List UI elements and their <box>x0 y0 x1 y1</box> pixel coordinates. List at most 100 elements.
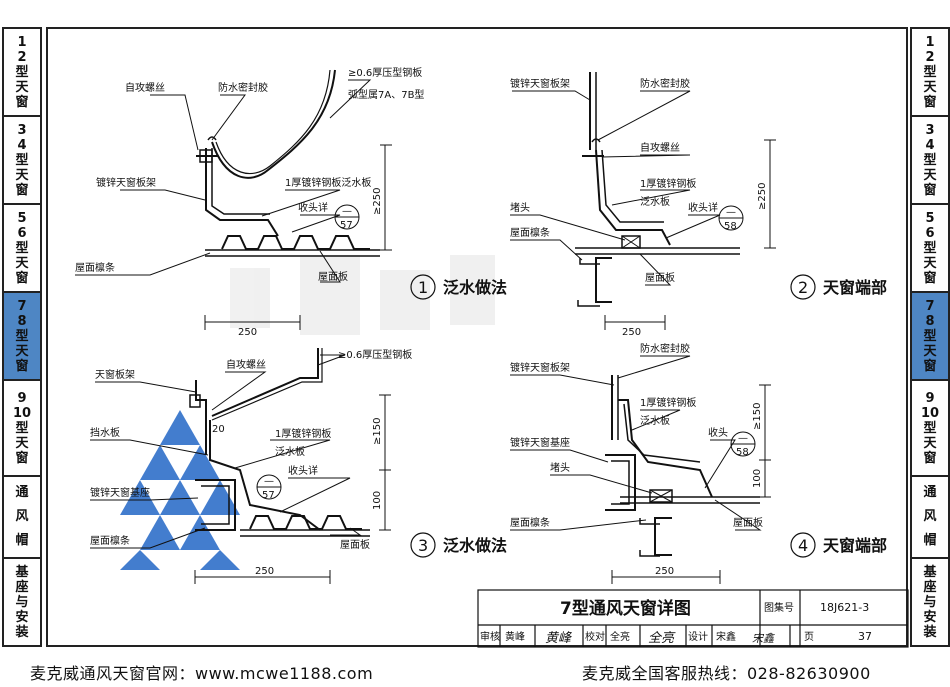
d1-label-end-detail: 收头详 <box>298 201 328 214</box>
title-block <box>477 589 909 648</box>
d3-label-screw: 自攻螺丝 <box>226 358 266 371</box>
d1-label-steel-plate: ≥0.6厚压型钢板 <box>348 66 422 79</box>
brand-logo <box>120 410 240 570</box>
drawing-title: 7型通风天窗详图 <box>560 598 691 619</box>
d3-label-flashing-1: 1厚镀锌钢板 <box>275 427 331 440</box>
check-label: 校对 <box>585 630 605 643</box>
checker-name: 全亮 <box>610 630 630 643</box>
page-label: 页 <box>804 631 814 643</box>
d2-number-circle <box>790 274 816 300</box>
d1-label-purlin: 屋面檩条 <box>75 261 115 274</box>
flashing-plate <box>205 148 279 237</box>
roof-panel-corrugation <box>221 235 370 250</box>
d3-number: 3 <box>418 536 428 555</box>
d4-label-end: 收头 <box>708 426 728 439</box>
footer-website: 麦克威通风天窗官网：www.mcwe1188.com <box>30 664 374 683</box>
d4-label-purlin: 屋面檩条 <box>510 516 550 529</box>
d1-label-flashing: 1厚镀锌钢板泛水板 <box>285 176 371 189</box>
d4-dim-height-top: ≥150 <box>752 403 763 430</box>
d2-dim-height: ≥250 <box>757 183 768 210</box>
checker-signature: 全亮 <box>648 630 676 646</box>
d2-label-flashing-1: 1厚镀锌钢板 <box>640 177 696 190</box>
atlas-label: 图集号 <box>764 601 794 614</box>
d3-label-flashing-2: 泛水板 <box>275 445 305 458</box>
side-tab-6-right[interactable]: 通风帽 <box>912 477 948 559</box>
flashing-plate <box>595 149 671 246</box>
d3-label-frame: 天窗板架 <box>95 368 135 381</box>
d1-label-arc-type: 弧型属7A、7B型 <box>348 88 424 101</box>
d2-label-flashing-2: 泛水板 <box>640 195 670 208</box>
d3-dim-width: 250 <box>255 566 274 577</box>
design-label: 设计 <box>688 630 708 643</box>
reviewer-name: 黄峰 <box>505 630 525 643</box>
d2-title: 天窗端部 <box>823 278 887 297</box>
d2-label-roof-panel: 屋面板 <box>645 271 675 284</box>
d1-dim-height: ≥250 <box>372 188 383 215</box>
detail-1 <box>75 69 392 330</box>
d2-ref-bottom: 58 <box>724 221 737 232</box>
d4-label-flashing-1: 1厚镀锌钢板 <box>640 396 696 409</box>
d4-title: 天窗端部 <box>823 536 887 555</box>
d3-label-baffle: 挡水板 <box>90 426 120 439</box>
d1-ref-bottom: 57 <box>340 220 353 231</box>
d3-label-end-detail: 收头详 <box>288 464 318 477</box>
drawing-frame <box>46 27 908 647</box>
d2-label-screw: 自攻螺丝 <box>640 141 680 154</box>
detail-2 <box>510 72 776 330</box>
d4-ref-bottom: 58 <box>736 447 749 458</box>
d1-dim-width: 250 <box>238 327 257 338</box>
d1-label-sealant: 防水密封胶 <box>218 81 268 94</box>
d3-label-angle: 20 <box>212 424 225 435</box>
side-tab-7[interactable]: 基座与安装 <box>15 564 29 640</box>
detail-4 <box>510 355 771 584</box>
d4-label-flashing-2: 泛水板 <box>640 414 670 427</box>
d4-label-roof-panel: 屋面板 <box>733 516 763 529</box>
d2-label-sealant: 防水密封胶 <box>640 77 690 90</box>
side-tab-6[interactable]: 通风帽 <box>4 477 40 559</box>
watermark <box>230 255 495 335</box>
d2-ref-top: — <box>726 207 736 218</box>
d4-label-sealant: 防水密封胶 <box>640 342 690 355</box>
footer-hotline: 麦克威全国客服热线：028-82630900 <box>582 664 871 683</box>
d3-label-roof-panel: 屋面板 <box>340 538 370 551</box>
d1-number-circle <box>410 274 436 300</box>
d1-number: 1 <box>418 278 428 297</box>
d3-number-circle <box>410 532 436 558</box>
d3-ref-bottom: 57 <box>262 490 275 501</box>
d1-ref-top: — <box>342 206 352 217</box>
d3-title: 泛水做法 <box>443 536 507 555</box>
curved-steel-plate <box>211 69 336 179</box>
d4-ref-top: — <box>738 433 748 444</box>
d3-ref-top: — <box>264 476 274 487</box>
d3-dim-height-top: ≥150 <box>372 418 383 445</box>
d4-label-plug: 堵头 <box>550 461 570 474</box>
page-no: 37 <box>858 630 872 643</box>
designer-name: 宋鑫 <box>716 630 736 643</box>
d1-label-roof-panel: 屋面板 <box>318 270 348 283</box>
reviewer-signature: 黄峰 <box>545 631 572 646</box>
d3-dim-height-bottom: 100 <box>372 491 383 510</box>
d2-number: 2 <box>798 278 808 297</box>
d2-label-end-detail: 收头详 <box>688 201 718 214</box>
side-tab-7-right[interactable]: 基座与安装 <box>923 564 937 640</box>
purlin-channel <box>595 257 612 303</box>
d4-dim-height-bottom: 100 <box>752 469 763 488</box>
d2-label-plug: 堵头 <box>510 201 530 214</box>
d1-title: 泛水做法 <box>443 278 507 297</box>
plug-box <box>621 235 641 249</box>
designer-signature: 宋鑫 <box>752 632 776 645</box>
review-label: 审核 <box>480 630 500 643</box>
d2-label-frame: 镀锌天窗板架 <box>510 77 570 90</box>
